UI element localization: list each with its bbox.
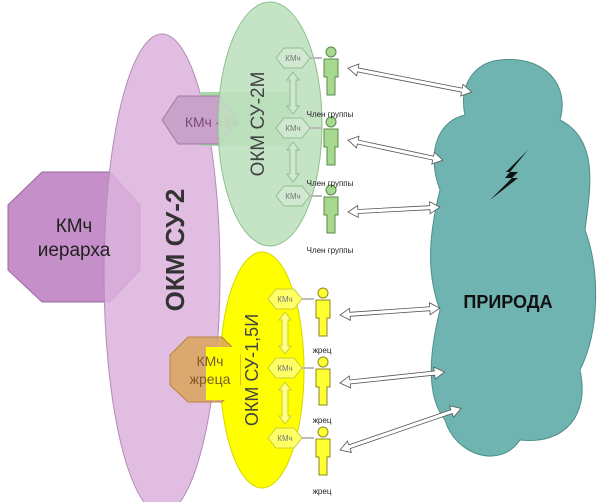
okm-su2-label: ОКМ СУ-2 (160, 189, 190, 312)
person-icon (323, 116, 339, 166)
okm-su2m-label: ОКМ СУ-2М (248, 72, 269, 177)
small-kmch-label: КМч (285, 54, 300, 63)
priest-label: жрец (313, 487, 332, 496)
green-kmch-hexagons: КМч КМч КМч (275, 47, 311, 207)
small-kmch-label: КМч (277, 364, 292, 373)
group-member-label: Член группы (307, 246, 354, 255)
priest-label: жрец (313, 416, 332, 425)
kmch-hierarch-label-2: иерарха (38, 240, 111, 261)
kmch-priest-connector (206, 347, 240, 400)
kmch-person-connectors (302, 57, 322, 439)
small-kmch-label: КМч (285, 192, 300, 201)
person-icon (315, 287, 331, 337)
kmch-priest-label-2: жреца (190, 371, 231, 387)
group-member-figures (323, 46, 339, 234)
priest-figures (315, 287, 331, 476)
kmch-priest-label-1: КМч (197, 353, 224, 369)
group-member-label: Член группы (307, 110, 354, 119)
group-member-label: Член группы (307, 179, 354, 188)
person-icon (323, 184, 339, 234)
lightning-icon (490, 150, 528, 200)
okm-su15i-label: ОКМ СУ-1,5И (242, 314, 262, 426)
nature-label: ПРИРОДА (463, 292, 552, 312)
person-nature-arrows (339, 63, 473, 453)
kmch-hierarch-label-1: КМч (56, 216, 93, 237)
person-icon (323, 46, 339, 96)
person-icon (315, 356, 331, 406)
small-kmch-label: КМч (277, 434, 292, 443)
priest-label: жрец (313, 346, 332, 355)
small-kmch-label: КМч (285, 124, 300, 133)
yellow-kmch-hexagons: КМч КМч КМч (267, 288, 303, 449)
small-kmch-label: КМч (277, 295, 292, 304)
nature-cloud: ПРИРОДА (430, 58, 597, 457)
person-icon (315, 426, 331, 476)
